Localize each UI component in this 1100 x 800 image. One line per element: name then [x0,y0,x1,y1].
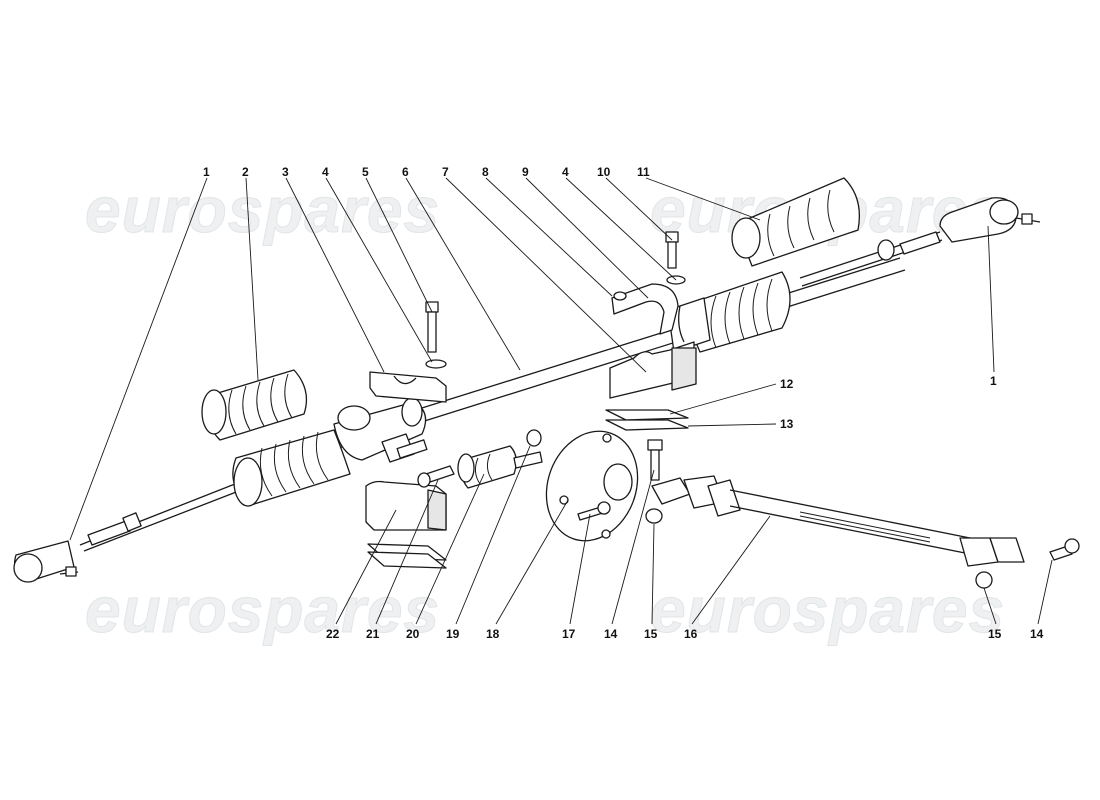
left-ball-joint [13,540,79,583]
callout-label: 3 [282,165,289,179]
callout-label: 22 [326,627,340,641]
callout-labels-right: 1 12 13 [780,374,997,431]
callout-label: 13 [780,417,794,431]
callout-label: 12 [780,377,794,391]
part-cover-plate [545,430,639,542]
callout-label: 11 [637,165,650,179]
right-rack-boot [667,271,791,353]
callout-label: 6 [402,165,409,179]
callout-label: 14 [604,627,618,641]
part-bolt-left [425,301,447,369]
part-mount-block-right [609,341,697,399]
callout-label: 15 [988,627,1002,641]
callout-label: 19 [446,627,460,641]
callout-label: 9 [522,165,529,179]
part-mount-block-upper [369,371,447,403]
right-tie-rod [799,231,943,287]
watermark-top-left: eurospares [85,174,440,246]
callout-label: 10 [597,165,611,179]
part-nut-19 [526,429,542,447]
callout-label: 14 [1030,627,1044,641]
callout-label: 16 [684,627,698,641]
part-boot-large [731,177,861,267]
steering-box-housing [333,397,428,463]
callout-label: 2 [242,165,249,179]
callout-label: 7 [442,165,449,179]
left-rack-boot [232,429,351,507]
callout-label: 15 [644,627,658,641]
callout-label: 5 [362,165,369,179]
callout-label: 1 [990,374,997,388]
part-nut-15b [975,571,993,589]
callout-label: 18 [486,627,500,641]
callout-label: 21 [366,627,380,641]
callout-label: 20 [406,627,420,641]
watermark-bottom-right: eurospares [650,574,1005,646]
right-ball-joint [939,197,1041,243]
part-boot-small [201,369,308,441]
part-bolt-17 [577,501,611,521]
callout-label: 4 [562,165,569,179]
callout-label: 8 [482,165,489,179]
callout-labels-bottom: 22 21 20 19 18 17 14 15 16 15 14 [326,627,1044,641]
leader-lines [69,177,1053,625]
part-nut-15a [645,508,663,524]
part-bolt-14b [1049,538,1080,561]
part-bolt-14a [647,439,663,481]
callout-labels-top: 1 2 3 4 5 6 7 8 9 4 10 11 [203,165,650,179]
part-clamp-strap [611,283,679,335]
part-pinion [457,445,543,489]
part-bolt-21 [417,465,455,488]
callout-label: 1 [203,165,210,179]
part-shims-right [605,409,689,431]
watermark-bottom-left: eurospares [85,574,440,646]
callout-label: 4 [322,165,329,179]
part-steering-shaft [651,475,1025,567]
callout-label: 17 [562,627,576,641]
left-tie-rod [79,481,245,552]
